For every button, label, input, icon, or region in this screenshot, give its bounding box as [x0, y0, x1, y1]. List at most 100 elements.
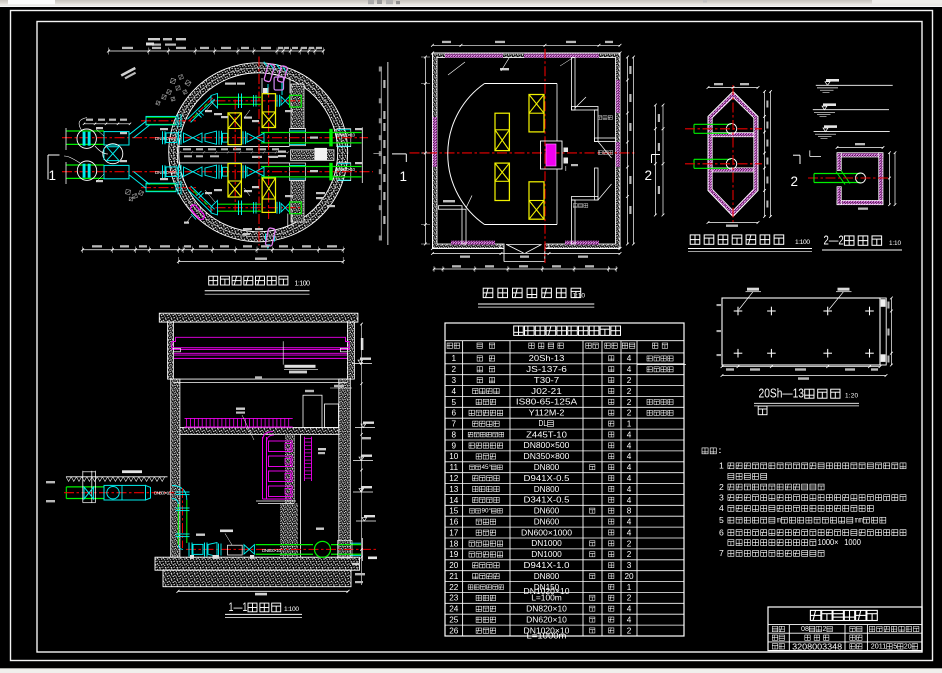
svg-text:15: 15 — [449, 507, 459, 516]
svg-text::: : — [718, 446, 722, 455]
svg-text:D941X-0.5: D941X-0.5 — [524, 473, 570, 483]
svg-text:4: 4 — [627, 496, 632, 505]
svg-text:9: 9 — [452, 441, 457, 450]
svg-text:3: 3 — [452, 376, 457, 385]
svg-text:1: 1 — [627, 420, 632, 429]
svg-text:20Sh—13: 20Sh—13 — [759, 386, 805, 400]
svg-text:4: 4 — [627, 605, 632, 614]
svg-text:3208003348: 3208003348 — [792, 641, 842, 651]
svg-text:1000: 1000 — [844, 538, 861, 547]
svg-text:4: 4 — [452, 387, 457, 396]
svg-text:23: 23 — [449, 594, 459, 603]
svg-text:DN600: DN600 — [534, 506, 560, 516]
svg-text:2: 2 — [627, 550, 632, 559]
svg-text:16: 16 — [449, 518, 459, 527]
svg-text:DN600: DN600 — [534, 516, 560, 526]
svg-text:Y112M-2: Y112M-2 — [529, 408, 565, 418]
svg-text:DN800×10: DN800×10 — [336, 167, 355, 172]
svg-text:10: 10 — [449, 452, 459, 461]
svg-text:DN1020×10: DN1020×10 — [524, 586, 570, 596]
svg-text:17: 17 — [449, 528, 459, 537]
svg-text:5: 5 — [452, 398, 457, 407]
svg-text:5: 5 — [719, 515, 724, 525]
svg-text:1: 1 — [49, 168, 57, 183]
svg-text:DN620×10: DN620×10 — [526, 614, 567, 624]
svg-text:D941X-1.0: D941X-1.0 — [524, 560, 570, 570]
svg-text:Z445T-10: Z445T-10 — [526, 429, 567, 439]
svg-text:1:10: 1:10 — [573, 292, 586, 299]
svg-text:4: 4 — [719, 503, 724, 513]
svg-text:DN600×1000: DN600×1000 — [521, 527, 572, 537]
svg-text:26: 26 — [449, 626, 459, 635]
svg-text:DN1000: DN1000 — [531, 538, 562, 548]
svg-text:3: 3 — [627, 561, 632, 570]
svg-text:08: 08 — [801, 624, 809, 633]
svg-text:DN800×500: DN800×500 — [524, 440, 570, 450]
svg-text:1:100: 1:100 — [795, 239, 810, 246]
svg-text:4: 4 — [627, 430, 632, 439]
svg-text:IS80-65-125A: IS80-65-125A — [516, 397, 578, 407]
svg-text:4: 4 — [627, 354, 632, 363]
svg-text:8: 8 — [627, 507, 632, 516]
svg-text:1: 1 — [400, 169, 408, 184]
svg-text:DN800×10: DN800×10 — [336, 133, 355, 138]
svg-text:90°: 90° — [482, 507, 492, 515]
svg-text:2: 2 — [627, 409, 632, 418]
svg-text:2: 2 — [719, 482, 724, 492]
svg-text:4: 4 — [627, 365, 632, 374]
svg-text:12: 12 — [449, 474, 459, 483]
svg-text:6: 6 — [719, 527, 724, 537]
svg-text:1: 1 — [719, 461, 724, 471]
svg-text:1:100: 1:100 — [295, 280, 311, 287]
svg-text:45°: 45° — [482, 463, 492, 471]
svg-text:4: 4 — [627, 528, 632, 537]
svg-text:4: 4 — [627, 463, 632, 472]
svg-text:2—2: 2—2 — [824, 232, 844, 247]
svg-text:24: 24 — [449, 605, 459, 614]
svg-text:DN350×800: DN350×800 — [524, 451, 570, 461]
svg-text:1:20: 1:20 — [845, 393, 858, 400]
svg-text:4: 4 — [627, 452, 632, 461]
svg-text:D341X-0.5: D341X-0.5 — [524, 495, 570, 505]
svg-text:20: 20 — [904, 642, 912, 651]
svg-text:L=100m: L=100m — [531, 593, 562, 603]
svg-text:DN800: DN800 — [534, 462, 560, 472]
svg-text:14: 14 — [449, 496, 459, 505]
svg-text:4: 4 — [627, 485, 632, 494]
svg-text:2011: 2011 — [871, 642, 887, 651]
svg-text:4: 4 — [627, 518, 632, 527]
svg-text:5: 5 — [893, 642, 897, 651]
svg-text:20: 20 — [449, 561, 459, 570]
svg-text:22: 22 — [449, 583, 459, 592]
svg-text:2: 2 — [452, 365, 457, 374]
svg-text:J02-21: J02-21 — [531, 386, 562, 396]
svg-text:DN800×10: DN800×10 — [262, 548, 281, 553]
svg-text:1: 1 — [452, 354, 457, 363]
svg-text:19: 19 — [449, 550, 459, 559]
svg-text:7: 7 — [719, 548, 724, 558]
svg-text:2: 2 — [645, 168, 653, 183]
svg-text:DL: DL — [539, 419, 548, 428]
svg-text:11: 11 — [450, 463, 459, 472]
svg-text:DN820×10: DN820×10 — [526, 604, 567, 614]
svg-text:DN800: DN800 — [534, 571, 560, 581]
svg-text:DN150: DN150 — [534, 582, 560, 592]
svg-text:2: 2 — [627, 539, 632, 548]
svg-text:21: 21 — [449, 572, 459, 581]
svg-text:DN1020×10: DN1020×10 — [524, 625, 570, 635]
svg-text:JS-137-6: JS-137-6 — [526, 364, 567, 374]
svg-text:2: 2 — [627, 387, 632, 396]
svg-text:20Sh-13: 20Sh-13 — [529, 353, 565, 363]
svg-text:DN800×10: DN800×10 — [154, 490, 171, 495]
svg-text:DN1000: DN1000 — [531, 549, 562, 559]
svg-text:6: 6 — [452, 409, 457, 418]
svg-text:2: 2 — [627, 398, 632, 407]
svg-text:L=1000m: L=1000m — [527, 631, 567, 641]
svg-text:3: 3 — [719, 492, 724, 502]
svg-text:2: 2 — [791, 174, 799, 189]
svg-text:m: m — [777, 516, 781, 525]
svg-text:2: 2 — [627, 376, 632, 385]
svg-text:1:100: 1:100 — [284, 606, 299, 613]
svg-text:DN800: DN800 — [534, 484, 560, 494]
svg-text:1:10: 1:10 — [889, 240, 901, 247]
